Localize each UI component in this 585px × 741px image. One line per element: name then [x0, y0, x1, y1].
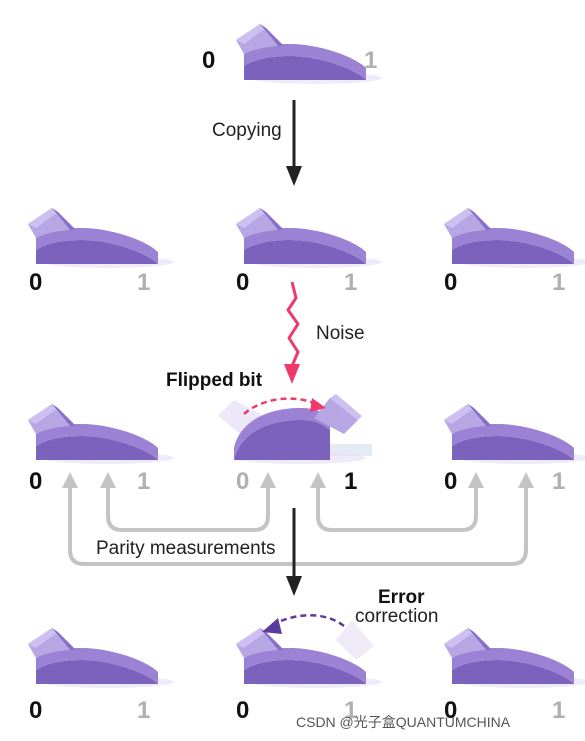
correction-arrow — [286, 508, 302, 596]
bit-zero-noisy-left: 0 — [29, 468, 42, 495]
parity-arrowheads — [62, 472, 534, 488]
correction-label: correction — [355, 606, 438, 627]
bit-one-noisy-right: 1 — [552, 468, 565, 495]
qubit-copy-left — [28, 208, 174, 268]
bit-zero-flipped: 0 — [236, 468, 249, 495]
bit-zero-corrected-middle: 0 — [236, 697, 249, 724]
bit-one-original: 1 — [364, 47, 377, 74]
bit-zero-corrected-right: 0 — [444, 697, 457, 724]
copying-label: Copying — [212, 120, 282, 141]
correction-motion-arrow — [262, 614, 345, 634]
bit-one-noisy-left: 1 — [137, 468, 150, 495]
bit-zero-copy-left: 0 — [29, 269, 42, 296]
bit-zero-copy-middle: 0 — [236, 269, 249, 296]
noise-label: Noise — [316, 323, 365, 344]
flip-motion-arrow — [243, 397, 326, 415]
bit-zero-copy-right: 0 — [444, 269, 457, 296]
flipped-bit-label: Flipped bit — [166, 370, 263, 391]
bit-one-copy-right: 1 — [552, 269, 565, 296]
bit-zero-original: 0 — [202, 47, 215, 74]
qubit-copy-right — [444, 208, 585, 268]
qubit-copy-middle — [236, 208, 382, 268]
qubit-corrected-left — [28, 628, 174, 688]
qubit-flipped — [218, 394, 372, 464]
qubit-original — [236, 24, 382, 84]
qubit-noisy-left — [28, 404, 174, 464]
parity-inner-bracket — [106, 486, 478, 532]
qubit-corrected-middle — [236, 620, 382, 688]
error-label: Error — [378, 587, 425, 608]
bit-one-copy-left: 1 — [137, 269, 150, 296]
bit-one-copy-middle: 1 — [344, 269, 357, 296]
noise-arrow — [284, 281, 300, 384]
bit-one-corrected-middle: 1 — [344, 697, 357, 724]
bit-one-corrected-right: 1 — [552, 697, 565, 724]
parity-outer-bracket — [68, 486, 528, 566]
copying-arrow — [286, 100, 302, 186]
bit-one-corrected-left: 1 — [137, 697, 150, 724]
watermark-text: CSDN @光子盒QUANTUMCHINA — [296, 714, 511, 730]
bit-one-flipped: 1 — [344, 468, 357, 495]
bit-zero-corrected-left: 0 — [29, 697, 42, 724]
qubit-noisy-right — [444, 404, 585, 464]
parity-label: Parity measurements — [96, 538, 276, 559]
bit-zero-noisy-right: 0 — [444, 468, 457, 495]
qubit-corrected-right — [444, 628, 585, 688]
